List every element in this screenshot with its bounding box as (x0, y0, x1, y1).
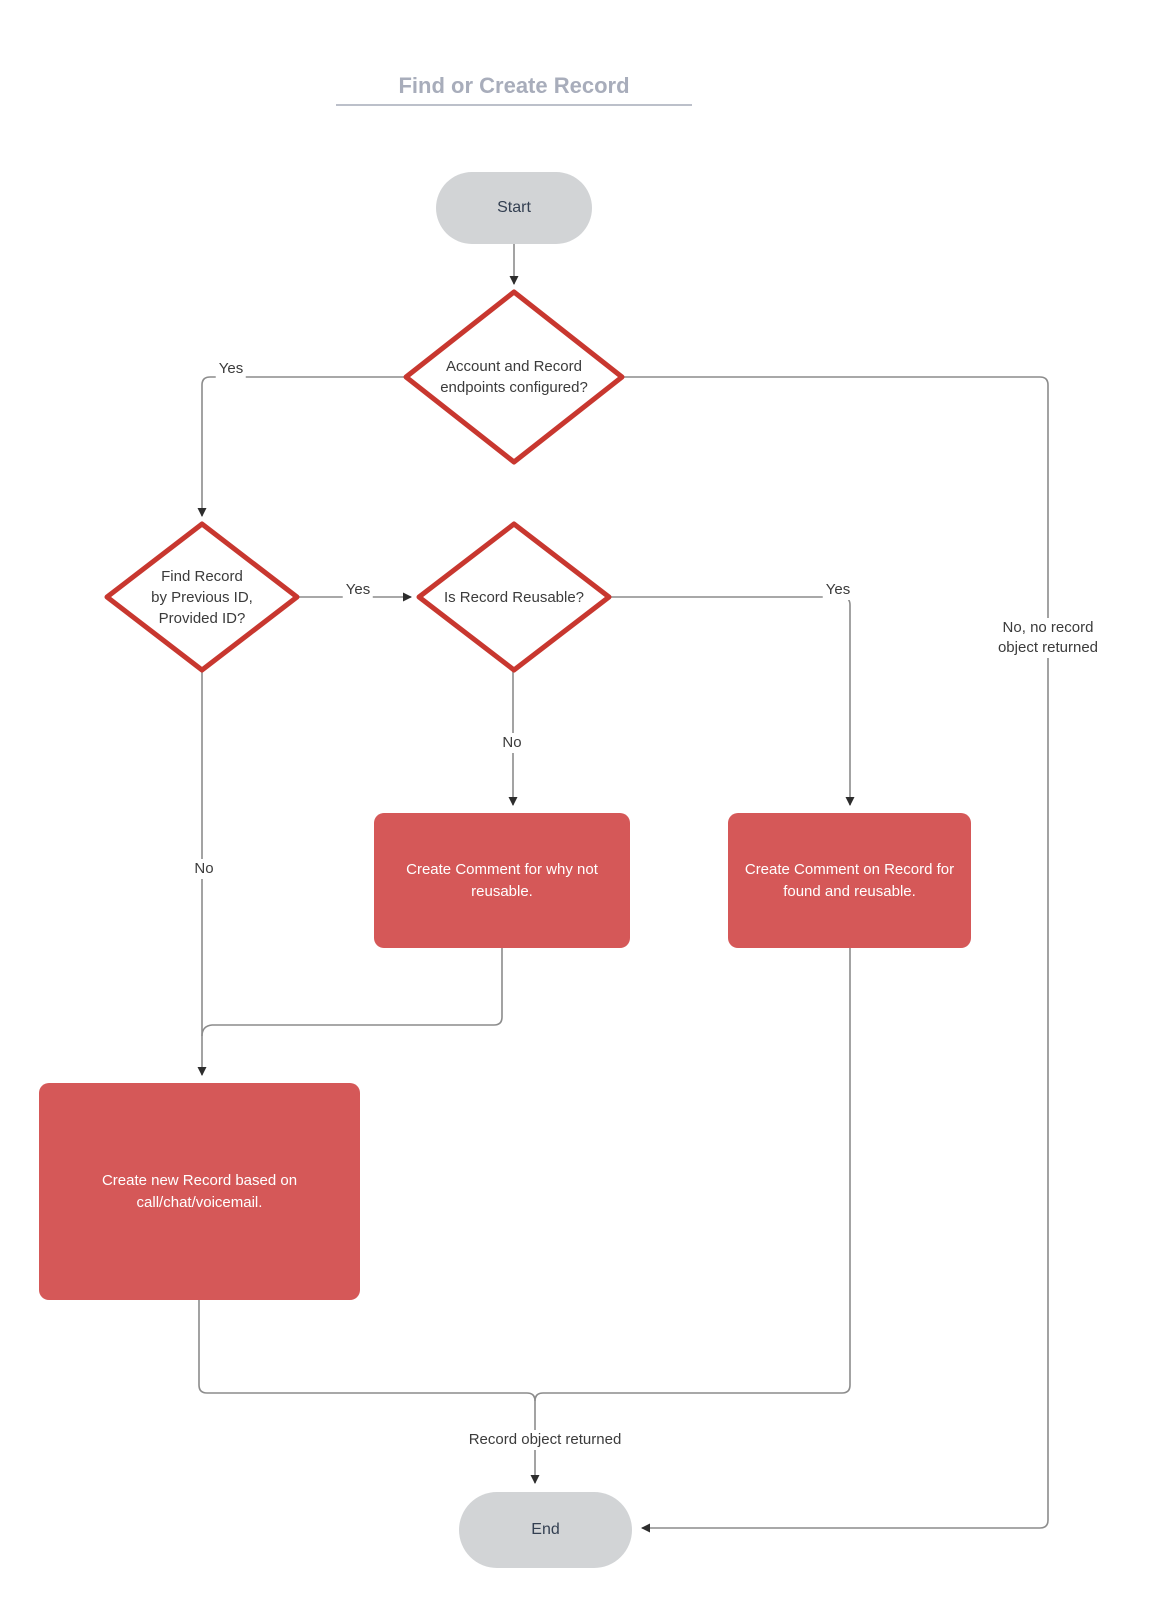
edge-comment-not-reusable-to-create (201, 948, 503, 1037)
edge-label-record-returned: Record object returned (465, 1430, 625, 1450)
edge-label-yes-reusable: Yes (822, 580, 854, 600)
decision-endpoints-shape (403, 289, 625, 465)
decision-reusable-shape (416, 521, 612, 673)
process-comment-not-reusable: Create Comment for why not reusable. (374, 813, 630, 948)
edge-endpoints-no-to-end (622, 376, 1049, 1533)
edge-label-yes-endpoints: Yes (215, 359, 247, 379)
process-create-record: Create new Record based on call/chat/voi… (39, 1083, 360, 1300)
edge-endpoints-yes-to-find (197, 376, 406, 517)
edge-label-yes-find: Yes (342, 580, 374, 600)
edge-comment-found-to-merge (534, 948, 851, 1402)
end-label: End (531, 1521, 560, 1538)
end-node: End (459, 1492, 632, 1568)
diagram-title: Find or Create Record (398, 73, 630, 98)
edge-create-to-merge (198, 1300, 536, 1402)
decision-reusable-text: Is Record Reusable? (443, 588, 585, 606)
decision-find-record-shape (104, 521, 300, 673)
process-comment-found: Create Comment on Record for found and r… (728, 813, 971, 948)
edge-label-no-reusable: No (499, 733, 525, 753)
edge-reusable-yes-to-comment-found (609, 596, 855, 806)
decision-find-record-text: Find Record by Previous ID, Provided ID? (151, 567, 253, 627)
start-node: Start (436, 172, 592, 244)
edge-label-no-record-returned: No, no record object returned (994, 618, 1102, 658)
edge-label-no-find: No (191, 859, 217, 879)
decision-endpoints-text: Account and Record endpoints configured? (440, 358, 588, 396)
title-underline (336, 104, 692, 106)
start-label: Start (497, 199, 531, 216)
